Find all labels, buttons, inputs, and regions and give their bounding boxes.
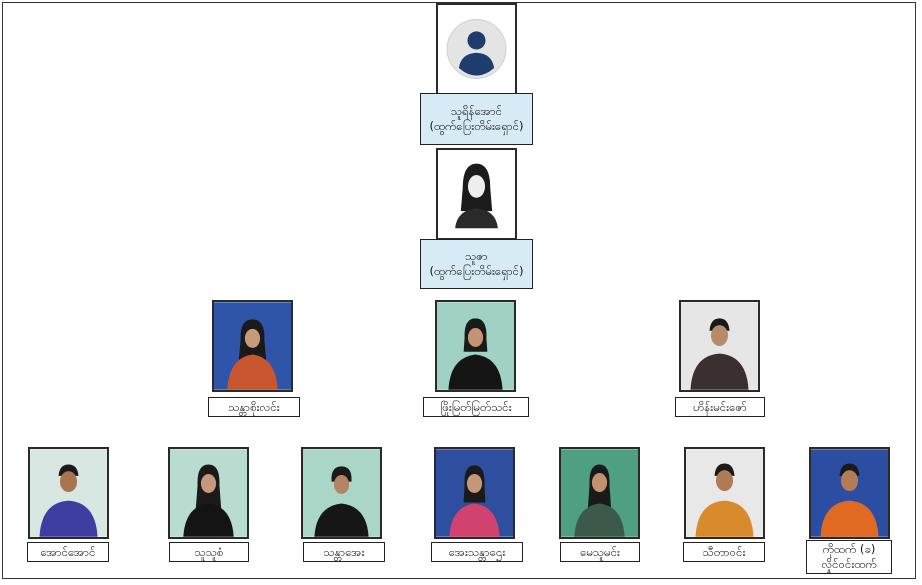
- person-name: သန္တာစိုးလင်း: [228, 399, 280, 414]
- person-status: (ထွက်ပြေးတိမ်းရှောင်): [429, 119, 524, 133]
- person-name-alias: လှိုင်ဝင်းထက်: [821, 557, 877, 571]
- person-photo: [301, 447, 382, 539]
- person-name: သူဇာ: [465, 249, 488, 263]
- person-name: အောင်အောင်: [40, 544, 96, 559]
- name-label: မေသူမင်း: [560, 542, 640, 562]
- name-label: သူရိန်အောင် (ထွက်ပြေးတိမ်းရှောင်): [420, 93, 533, 145]
- person-name: ကိုထက် (ခ): [822, 542, 876, 556]
- person-photo: [434, 447, 515, 539]
- female-avatar-icon: [438, 150, 515, 238]
- chart-frame: သူရိန်အောင် (ထွက်ပြေးတိမ်းရှောင်) သူဇာ (…: [2, 2, 916, 579]
- name-label: အေးသန္တာဌေး: [431, 542, 523, 562]
- name-label: သူဇာ (ထွက်ပြေးတိမ်းရှောင်): [420, 239, 533, 289]
- person-name: သူသူစံ: [194, 544, 224, 559]
- person-photo: [212, 300, 293, 392]
- person-photo: [28, 447, 109, 539]
- person-name: သူရိန်အောင်: [450, 104, 503, 118]
- person-photo: [168, 447, 249, 539]
- name-label: သန္တာအေး: [303, 542, 385, 562]
- avatar-photo: [436, 148, 517, 240]
- name-label: သန္တာစိုးလင်း: [208, 397, 300, 417]
- name-label: အောင်အောင်: [27, 542, 109, 562]
- person-photo: [559, 447, 640, 539]
- person-name: မေသူမင်း: [580, 544, 620, 559]
- person-name: သီတာဝင်း: [702, 544, 746, 559]
- person-name: အေးသန္တာဌေး: [448, 544, 506, 559]
- name-label: ကိုထက် (ခ) လှိုင်ဝင်းထက်: [806, 540, 892, 574]
- person-photo: [679, 300, 760, 392]
- name-label: သီတာဝင်း: [683, 542, 765, 562]
- person-name: ဟိန်းမင်းဇော်: [693, 399, 747, 414]
- name-label: သူသူစံ: [169, 542, 249, 562]
- person-photo: [809, 447, 890, 539]
- person-photo: [435, 300, 516, 392]
- person-name: သန္တာအေး: [323, 544, 365, 559]
- person-status: (ထွက်ပြေးတိမ်းရှောင်): [429, 264, 524, 278]
- avatar-photo: [436, 3, 517, 95]
- male-avatar-icon: [438, 5, 515, 93]
- name-label: ဟိန်းမင်းဇော်: [675, 397, 765, 417]
- person-photo: [684, 447, 765, 539]
- name-label: ဖြိုးမြတ်မြတ်သင်း: [423, 397, 529, 417]
- person-name: ဖြိုးမြတ်မြတ်သင်း: [440, 399, 512, 414]
